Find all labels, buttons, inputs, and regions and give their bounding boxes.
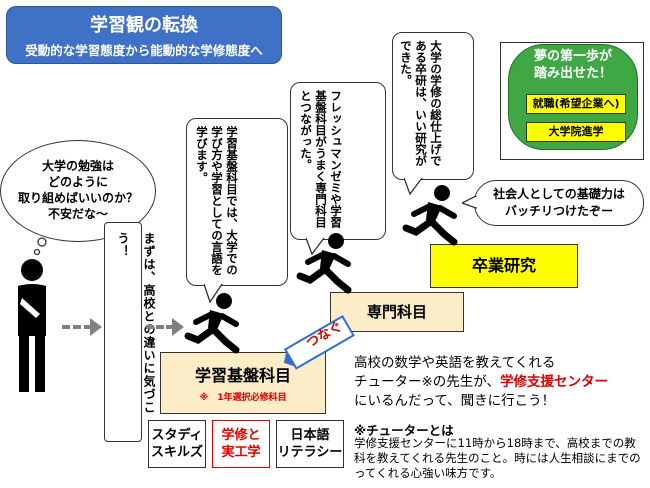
step-graduation-research-label: 卒業研究 — [471, 256, 536, 275]
arrow-head — [90, 318, 102, 336]
student-thought-line: どのように — [47, 175, 108, 189]
student-thought-line: 取り組めばいいのか？ — [17, 191, 138, 205]
runner-figure — [184, 293, 240, 354]
dashed-arrow — [62, 325, 92, 329]
student-thinking-figure — [18, 259, 46, 392]
shakaijin-line: バッチリつけたぞー — [504, 204, 613, 218]
title-box: 学習観の転換 受動的な学習態度から能動的な学修態度へ — [6, 6, 282, 64]
first-step-text: まずは、高校との違いに気づこう！ — [116, 232, 156, 414]
tutor-message: 高校の数学や英語を教えてくれる チューター※の先生が、学修支援センター にいるん… — [354, 354, 644, 411]
thought-dots — [33, 237, 47, 256]
tutor-note-body: 学修支援センターに11時から18時まで、高校までの教科を教えてくれる先生のこと。… — [354, 436, 641, 480]
student-thought-line: 大学の勉強は — [41, 159, 114, 173]
speech-tail — [306, 238, 325, 256]
first-step-box — [104, 222, 142, 442]
speech-tail — [462, 196, 478, 209]
subject-line: リテラシー — [277, 445, 343, 460]
runner-figure — [296, 233, 352, 294]
dashed-arrow — [146, 325, 174, 329]
subject-japanese-literacy: 日本語 リテラシー — [276, 420, 344, 468]
step-graduation-research: 卒業研究 — [430, 244, 578, 288]
shakaijin-text: 社会人としての基礎力は バッチリつけたぞー — [478, 186, 640, 220]
title-subtitle: 受動的な学習態度から能動的な学修態度へ — [25, 43, 263, 58]
step-foundation-note: ※ 1年選択必修科目 — [199, 393, 287, 403]
speech-kiban-box — [186, 118, 288, 286]
step-specialized-label: 専門科目 — [366, 303, 427, 321]
speech-kiban-text: 学習基盤科目では、大学での学び方や学習としての言語を学びます。 — [195, 126, 239, 276]
subject-line: スタディ — [151, 428, 203, 443]
support-center-highlight: 学修支援センター — [500, 374, 609, 390]
tutor-line: チューター※の先生が、学修支援センター — [354, 373, 644, 392]
goal-title: 夢の第一歩が 踏み出せた！ — [508, 48, 638, 82]
step-foundation-label: 学習基盤科目 — [194, 366, 291, 385]
tutor-line: にいるんだって、聞きに行こう！ — [354, 393, 556, 409]
subject-line: スキルズ — [150, 445, 203, 460]
runner-figure — [402, 185, 458, 246]
tutor-line-text: チューター※の先生が、 — [354, 374, 501, 390]
subject-line: 実工学 — [221, 445, 261, 460]
tutor-line: 高校の数学や英語を教えてくれる — [354, 355, 556, 371]
shakaijin-bubble — [474, 180, 644, 226]
speech-freshman-text: フレッシュマンゼミや学習基盤科目がうまく専門科目とつながった。 — [299, 90, 343, 228]
speech-tail — [404, 178, 423, 196]
subject-line: 日本語 — [290, 428, 330, 443]
speech-sotsuken-text: 大学の学修の総仕上げである卒研は、いい研究ができた。 — [399, 40, 443, 167]
subject-line: 学修と — [221, 428, 261, 443]
goal-title-line: 夢の第一歩が — [533, 49, 612, 64]
step-specialized: 専門科目 — [330, 292, 464, 332]
subject-study-skills: スタディ スキルズ — [148, 420, 206, 468]
goal-option-employment: 就職(希望企業へ) — [526, 94, 626, 114]
goal-option-grad-school: 大学院進学 — [526, 122, 626, 142]
subject-learning-engineering: 学修と 実工学 — [212, 420, 270, 468]
speech-sotsuken-box — [392, 32, 474, 180]
student-thought-line: 不安だな～ — [47, 207, 108, 221]
shakaijin-line: 社会人としての基礎力は — [493, 187, 625, 201]
tutor-note-heading: ※チューターとは — [354, 423, 454, 438]
arrow-head — [172, 318, 184, 336]
tsunagu-ribbon — [283, 314, 355, 370]
student-thought-text: 大学の勉強は どのように 取り組めばいいのか？ 不安だな～ — [4, 158, 152, 222]
goal-title-line: 踏み出せた！ — [533, 66, 612, 81]
title-main: 学習観の転換 — [90, 15, 198, 36]
speech-tail — [204, 284, 223, 304]
